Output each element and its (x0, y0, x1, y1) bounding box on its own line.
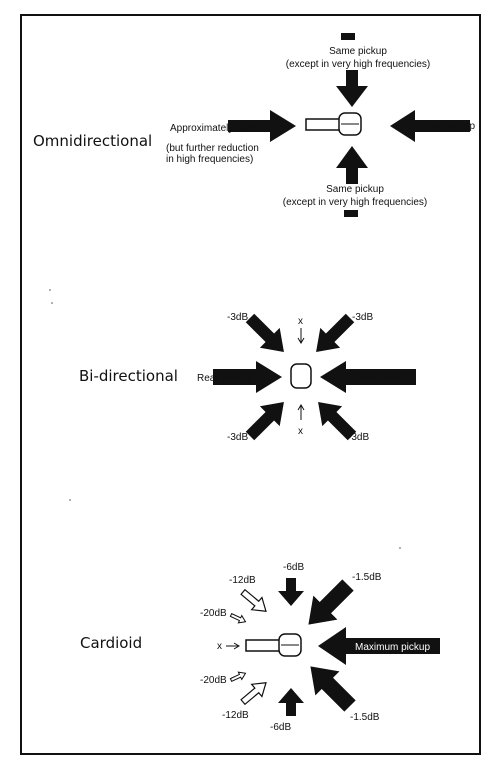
omnidirectional-panel: Omnidirectional Same pickup (except in v… (33, 33, 475, 217)
omni-mic-handle (305, 118, 341, 131)
bidir-bottom-right-arrow (318, 402, 357, 441)
cardioid-lower-left-outer-label: -12dB (222, 710, 249, 721)
omni-right-label: Front pickup (420, 121, 475, 132)
cardioid-mic-handle (245, 639, 281, 652)
cardioid-bottom-center-arrow (278, 688, 304, 716)
bidir-bottom-right-label: -3dB (348, 432, 369, 443)
cardioid-top-center-label: -6dB (283, 562, 304, 573)
cardioid-right-arrow (318, 627, 440, 665)
cardioid-lower-left-outline-arrow (240, 682, 267, 706)
bidir-top-small-arrow (297, 328, 305, 344)
omni-top-label-1: Same pickup (329, 46, 387, 57)
omni-bottom-label-1: Same pickup (326, 184, 384, 195)
omni-left-label-1: Approximately same (170, 123, 261, 134)
cardioid-title: Cardioid (80, 634, 142, 652)
omni-bottom-arrow (336, 146, 368, 184)
bidir-right-arrow (320, 361, 416, 393)
bidir-mic-head (290, 363, 312, 389)
bidir-bottom-null: x (298, 426, 303, 437)
bidir-top-right-label: -3dB (352, 312, 373, 323)
cardioid-top-right-arrow (308, 579, 354, 625)
bidir-bottom-left-arrow (245, 402, 284, 441)
cardioid-bottom-center-label: -6dB (270, 722, 291, 733)
omni-top-label-2: (except in very high frequencies) (286, 59, 431, 70)
cardioid-rear-small-arrow (226, 642, 240, 650)
omni-left-label-2: (but further reduction (166, 143, 259, 154)
cardioid-lower-left-inner-label: -20dB (200, 675, 227, 686)
omni-left-arrow (228, 110, 296, 142)
omni-right-arrow (390, 110, 470, 142)
bidir-top-null: x (298, 316, 303, 327)
omni-bottom-label-2: (except in very high frequencies) (283, 197, 428, 208)
bidir-bottom-left-label: -3dB (227, 432, 248, 443)
cardioid-upper-left-outer-label: -12dB (229, 575, 256, 586)
cardioid-bottom-right-arrow (310, 666, 356, 712)
bidir-top-right-arrow (316, 313, 355, 352)
cardioid-panel: Cardioid -6dB -1.5dB -12dB -20dB x (80, 562, 440, 733)
cardioid-top-right-label: -1.5dB (352, 572, 382, 583)
cardioid-right-label: Maximum pickup (355, 642, 430, 653)
bidir-left-arrow (213, 361, 282, 393)
figure-frame (20, 14, 481, 755)
omni-top-arrow (336, 70, 368, 107)
omnidirectional-title: Omnidirectional (33, 132, 152, 150)
bidir-left-label: Rear pickup (197, 373, 251, 384)
cardioid-upper-left-outline-arrow (240, 588, 267, 612)
bidirectional-panel: Bi-directional -3dB -3dB x Rear pickup F… (79, 312, 416, 443)
cardioid-rear-null: x (217, 641, 222, 652)
bidirectional-title: Bi-directional (79, 367, 178, 385)
cardioid-upper-left-inner-label: -20dB (200, 608, 227, 619)
omni-bottom-mark (344, 210, 358, 217)
omni-left-label-3: in high frequencies) (166, 154, 253, 165)
bidir-right-label: Front pickup (355, 373, 410, 384)
cardioid-lower-left-small-arrow (229, 671, 247, 683)
cardioid-top-center-arrow (278, 578, 304, 606)
bidir-bottom-small-arrow (297, 404, 305, 420)
omni-top-mark (341, 33, 355, 40)
cardioid-upper-left-small-arrow (229, 612, 247, 624)
bidir-top-left-arrow (245, 313, 284, 352)
bidir-top-left-label: -3dB (227, 312, 248, 323)
cardioid-bottom-right-label: -1.5dB (350, 712, 380, 723)
